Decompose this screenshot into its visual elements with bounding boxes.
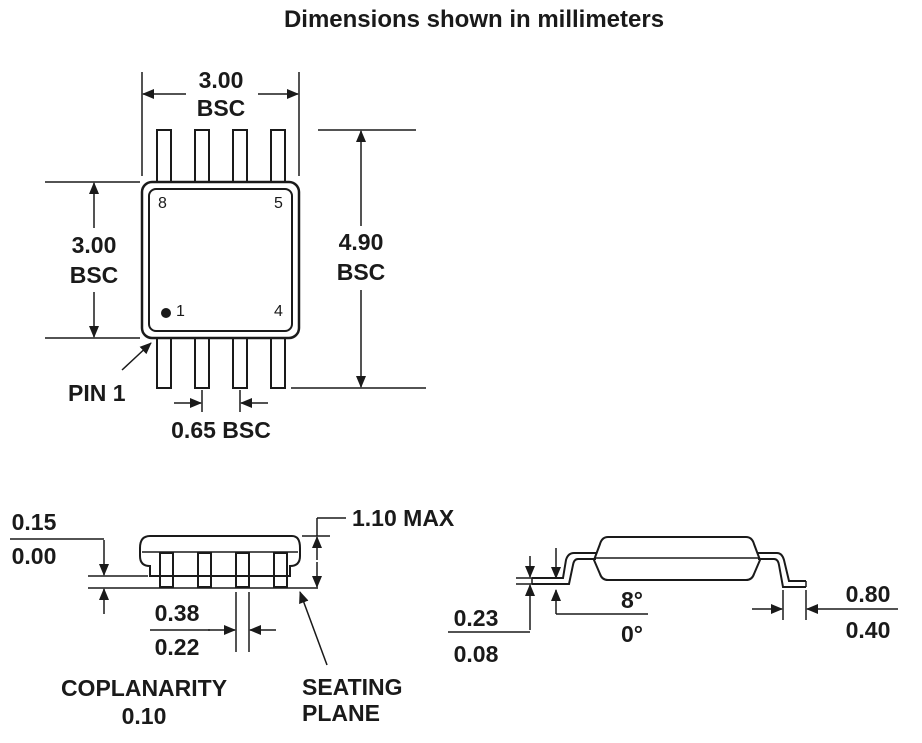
- pitch-dim-label: 0.65 BSC: [171, 417, 271, 443]
- lead: [197, 552, 212, 588]
- lead-width-max: 0.38: [155, 600, 200, 626]
- side-view: 0.15 0.00 1.10 MAX 0.38 0.22 COPLANARITY…: [10, 505, 455, 729]
- width-dim-value: 3.00: [199, 67, 244, 93]
- lead: [273, 552, 288, 588]
- coplanarity-label: COPLANARITY: [61, 675, 227, 701]
- lead-width-min: 0.22: [155, 634, 200, 660]
- width-dim-suffix: BSC: [197, 95, 246, 121]
- lead: [156, 129, 172, 183]
- seating-plane-line2: PLANE: [302, 700, 380, 726]
- lead: [156, 337, 172, 389]
- standoff-min: 0.00: [12, 543, 57, 569]
- lead-thickness-min: 0.08: [454, 641, 499, 667]
- overall-dim-suffix: BSC: [337, 259, 386, 285]
- coplanarity-value: 0.10: [122, 703, 167, 729]
- lead-thickness-max: 0.23: [454, 605, 499, 631]
- end-view: 0.23 0.08 8° 0° 0.80 0.40: [448, 536, 898, 667]
- pin1-dot: [161, 308, 171, 318]
- lead: [194, 337, 210, 389]
- lead: [235, 552, 250, 588]
- foot-length-min: 0.40: [846, 617, 891, 643]
- lead: [232, 129, 248, 183]
- end-lead-left: [532, 552, 596, 585]
- angle-max: 8°: [621, 587, 643, 613]
- pin1-leader: [121, 342, 152, 371]
- angle-min: 0°: [621, 621, 643, 647]
- top-leads: [156, 129, 286, 183]
- lead: [159, 552, 174, 588]
- side-leads: [159, 552, 288, 588]
- drawing-title: Dimensions shown in millimeters: [284, 6, 664, 33]
- end-body-outline: [592, 536, 762, 581]
- top-view: 8 5 1 4 3.00 BSC 3.00 BSC 4.90 BSC PIN 1: [45, 67, 426, 443]
- lead: [270, 129, 286, 183]
- end-lead-right: [758, 552, 806, 588]
- seating-plane-line1: SEATING: [302, 674, 403, 700]
- body-dim-value: 3.00: [72, 232, 117, 258]
- standoff-max: 0.15: [12, 509, 57, 535]
- foot-length-max: 0.80: [846, 581, 891, 607]
- body-dim-suffix: BSC: [70, 262, 119, 288]
- side-body-outline: [139, 535, 301, 577]
- seating-plane-leader: [299, 591, 328, 666]
- pin1-label: PIN 1: [68, 380, 126, 406]
- pin-number-5: 5: [274, 195, 283, 212]
- overall-dim-value: 4.90: [339, 229, 384, 255]
- bottom-leads: [156, 337, 286, 389]
- package-body-inner: [148, 188, 293, 332]
- height-label: 1.10 MAX: [352, 505, 455, 531]
- pin-number-1: 1: [176, 303, 185, 320]
- lead: [270, 337, 286, 389]
- lead: [232, 337, 248, 389]
- pin-number-8: 8: [158, 195, 167, 212]
- lead: [194, 129, 210, 183]
- package-body-outer: [140, 180, 301, 340]
- pin-number-4: 4: [274, 303, 283, 320]
